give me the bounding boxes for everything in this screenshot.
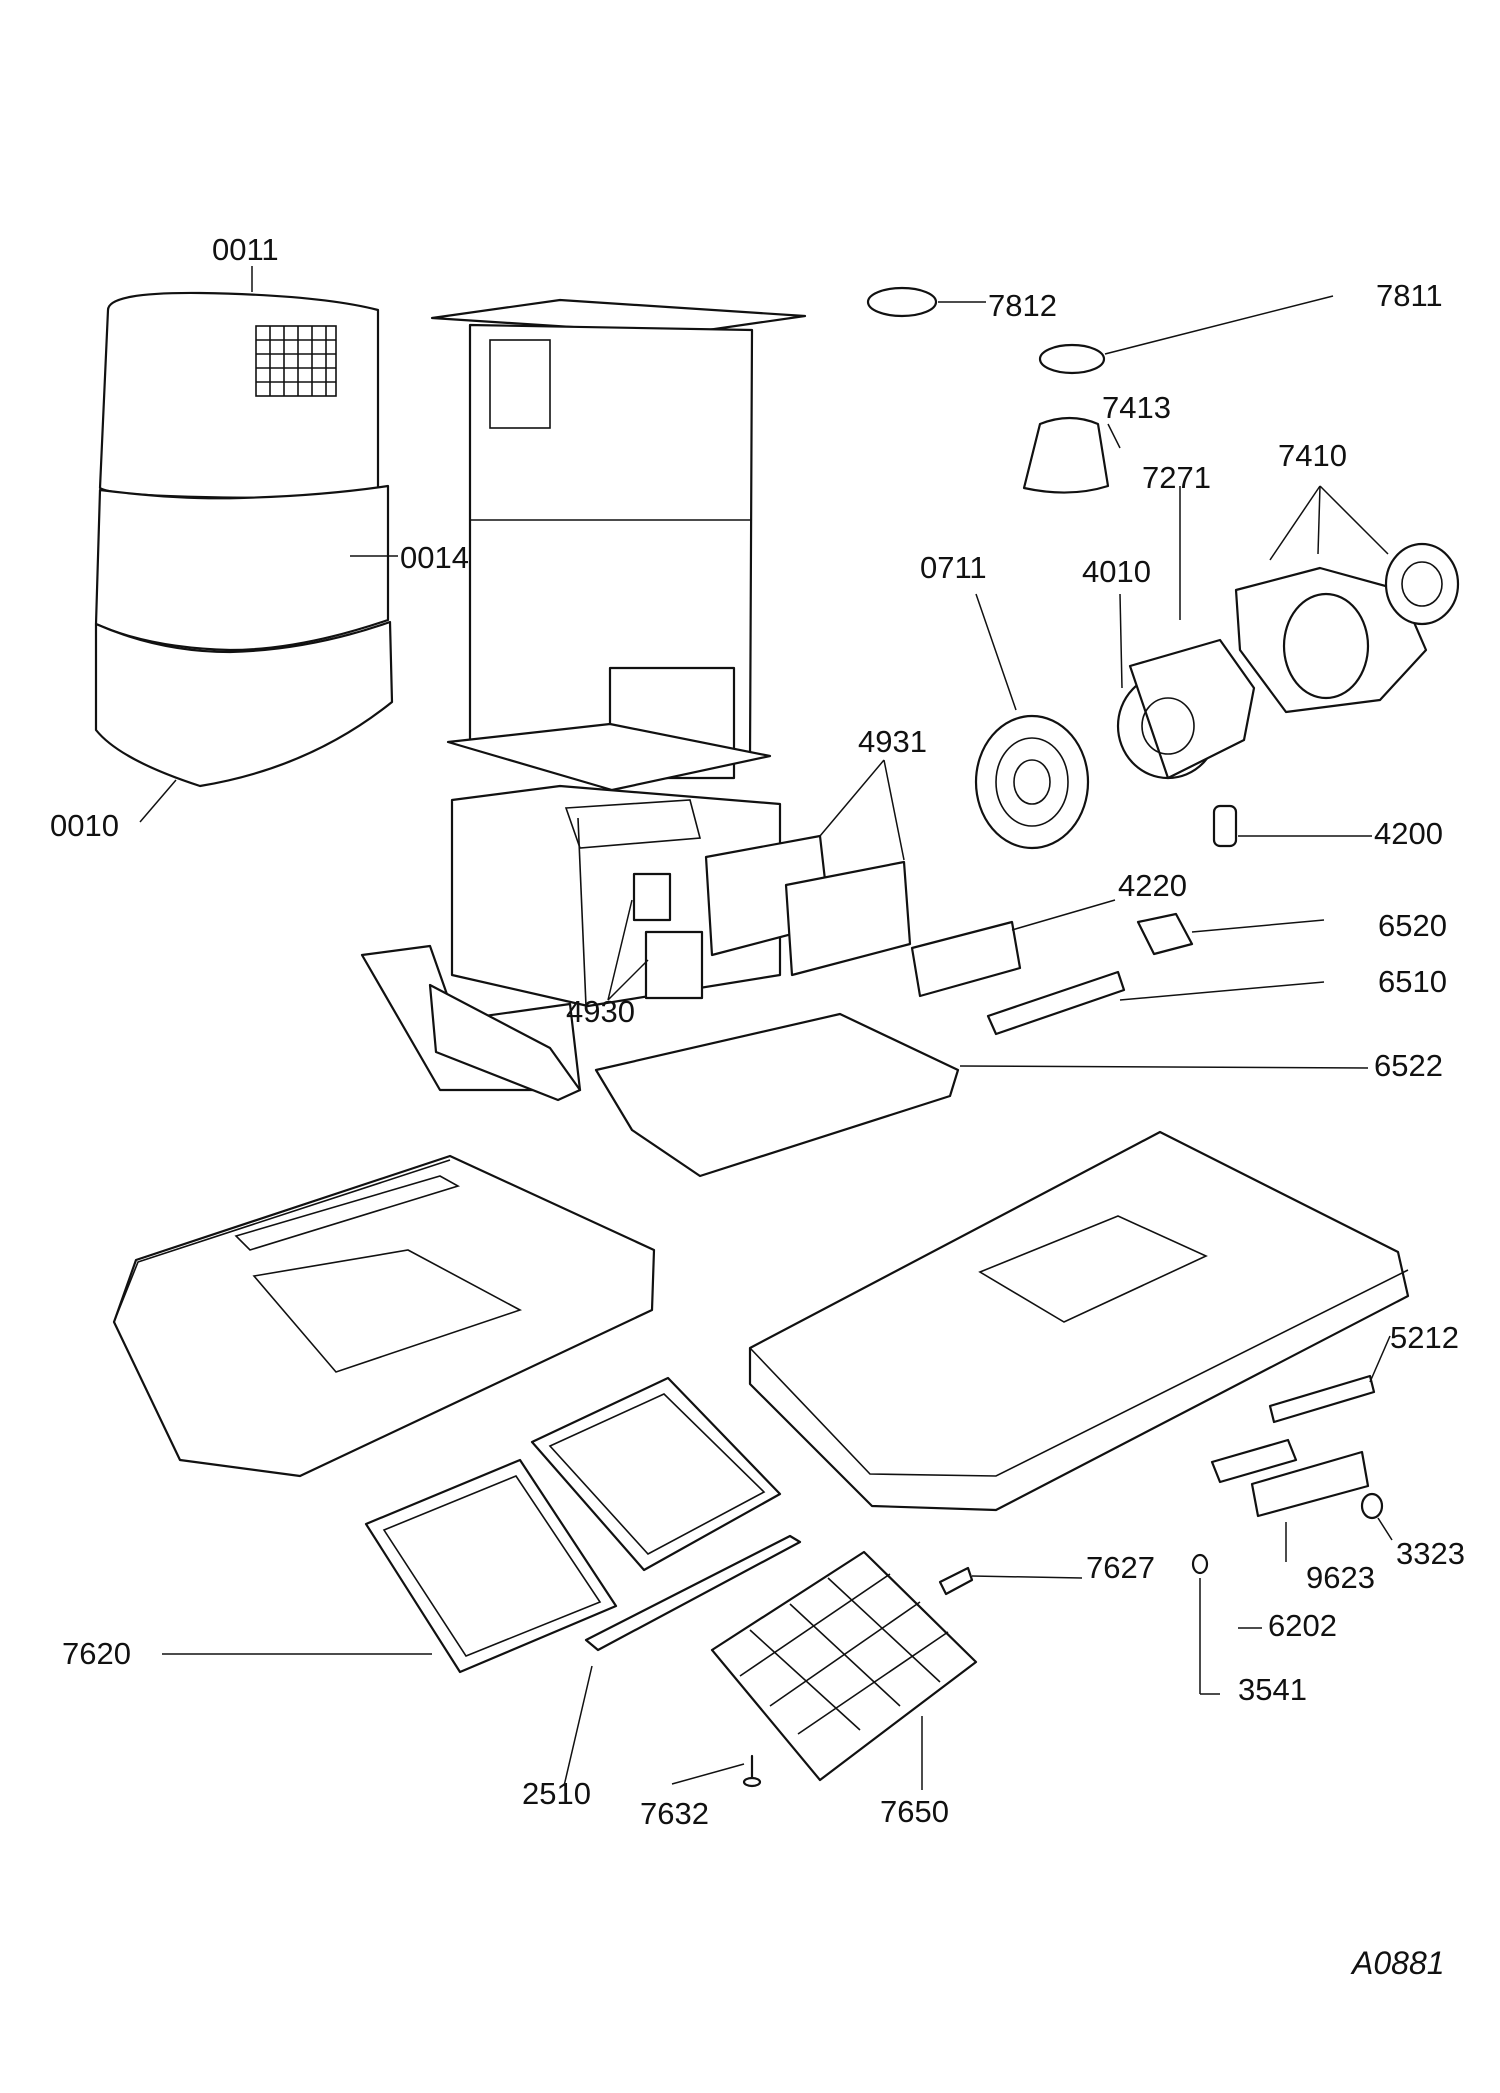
label-7620: 7620 [62,1636,131,1671]
inner-duct [430,298,807,792]
filter-tray [112,1154,656,1478]
label-3323: 3323 [1396,1536,1465,1571]
gasket-2510 [584,1534,802,1652]
label-2510: 2510 [522,1776,591,1811]
label-4930: 4930 [566,994,635,1029]
chimney-cover [94,291,394,788]
hood-canopy [748,1130,1410,1512]
label-6520: 6520 [1378,908,1447,943]
knob-3323 [1360,1492,1384,1520]
label-7812: 7812 [988,288,1057,323]
label-9623: 9623 [1306,1560,1375,1595]
leader-lines [139,266,1393,1790]
label-7413: 7413 [1102,390,1171,425]
ring-7812 [866,286,938,318]
diagram-reference-id: A0881 [1352,1945,1445,1981]
capacitor-4200 [1212,804,1238,848]
label-6522: 6522 [1374,1048,1443,1083]
switch-9623-a [1210,1438,1298,1484]
label-4220: 4220 [1118,868,1187,903]
label-3541: 3541 [1238,1672,1307,1707]
lamp-plate [594,1012,960,1178]
vent-grille [255,325,337,397]
lamp-holder-6520 [1136,912,1194,956]
grease-filters [364,1376,782,1674]
tab-7627 [938,1566,974,1596]
motor-4010 [1116,638,1256,780]
label-7627: 7627 [1086,1550,1155,1585]
screw-7632 [742,1754,762,1788]
label-6202: 6202 [1268,1608,1337,1643]
label-7632: 7632 [640,1796,709,1831]
label-4010: 4010 [1082,554,1151,589]
label-6510: 6510 [1378,964,1447,999]
bulb-3541 [1191,1553,1209,1575]
label-0010: 0010 [50,808,119,843]
transition-7413 [1022,416,1110,494]
plate-5212 [1268,1374,1376,1424]
label-5212: 5212 [1390,1320,1459,1355]
ring-7811 [1038,343,1106,375]
label-7811: 7811 [1376,278,1443,313]
label-0711: 0711 [920,550,987,585]
label-0014: 0014 [400,540,469,575]
label-7410: 7410 [1278,438,1347,473]
fan-wheel-0711 [974,714,1090,850]
label-0011: 0011 [212,232,279,267]
lamp-6510 [986,970,1126,1036]
control-boards [632,834,912,1000]
terminal-block-4220 [910,920,1022,998]
label-4200: 4200 [1374,816,1443,851]
label-7271: 7271 [1142,460,1211,495]
blower-housing-7410 [1234,542,1460,714]
switch-9623-b [1250,1450,1370,1518]
charcoal-filter-7650 [710,1550,978,1782]
label-4931: 4931 [858,724,927,759]
label-7650: 7650 [880,1794,949,1829]
